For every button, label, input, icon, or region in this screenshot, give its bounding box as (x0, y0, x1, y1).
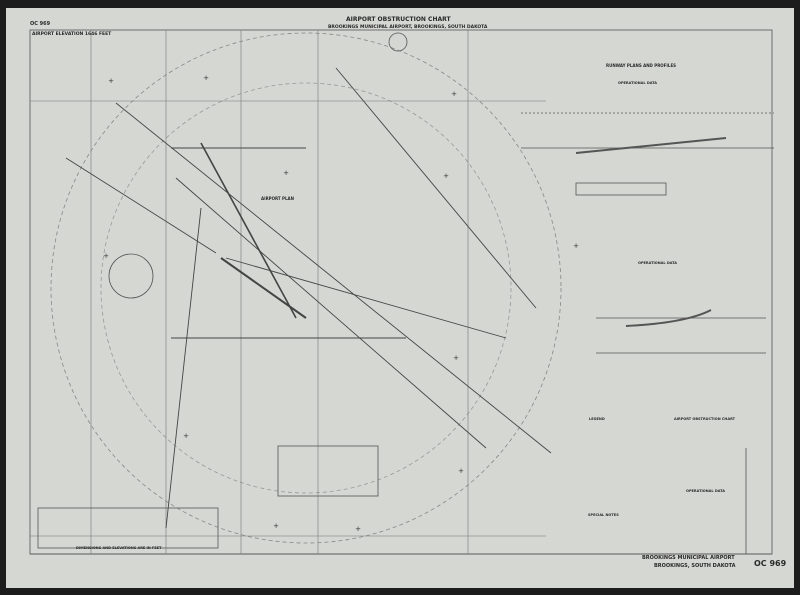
operational-data-1: OPERATIONAL DATA (618, 81, 657, 85)
obstruction-marker: + (453, 354, 459, 362)
operational-data-2: OPERATIONAL DATA (638, 261, 677, 265)
chart-sheet: + + + + + + + + + + + + OC 969 AIRPORT OBSTRUCTI… (6, 8, 794, 588)
obstruction-marker: + (573, 242, 579, 250)
footer-chart-id: OC 969 (754, 559, 787, 568)
operational-data-3: OPERATIONAL DATA (686, 489, 725, 493)
legend-title: LEGEND (589, 417, 605, 421)
runway (220, 257, 307, 319)
approach-lines (65, 67, 552, 529)
notes-title: AIRPORT OBSTRUCTION CHART (674, 417, 735, 421)
seal-icon (388, 32, 408, 52)
obstruction-marker: + (458, 467, 464, 475)
airport-elevation: AIRPORT ELEVATION 1646 FEET (32, 32, 112, 37)
footer-location: BROOKINGS, SOUTH DAKOTA (654, 563, 736, 569)
footer-airport-name: BROOKINGS MUNICIPAL AIRPORT (642, 555, 735, 561)
grid-lines (30, 30, 546, 554)
obstruction-marker: + (108, 77, 114, 85)
obstruction-marker: + (203, 74, 209, 82)
obstruction-marker: + (355, 525, 361, 533)
obstruction-marker: + (443, 172, 449, 180)
runway-profile-1 (521, 112, 774, 196)
horizontal-surface-circle (100, 82, 512, 494)
note-box (277, 445, 379, 497)
chart-id-top: OC 969 (30, 21, 51, 27)
airport-plan-label: AIRPORT PLAN (261, 196, 294, 201)
special-notes-title: SPECIAL NOTES (588, 513, 619, 517)
obstruction-marker: + (283, 169, 289, 177)
runway-profile-2 (596, 309, 766, 354)
chart-title: AIRPORT OBSTRUCTION CHART (346, 16, 451, 23)
map-drawing: + + + + + + + + + + + + (29, 29, 774, 555)
units-note: DIMENSIONS AND ELEVATIONS ARE IN FEET (76, 546, 162, 550)
compass-rose-icon (108, 253, 154, 299)
map-frame (29, 29, 773, 555)
reference-data-box (37, 507, 219, 549)
obstruction-marker: + (103, 252, 109, 260)
obstruction-markers: + + + + + + + + + + + + (103, 74, 579, 533)
obstruction-marker: + (183, 432, 189, 440)
obstruction-marker: + (273, 522, 279, 530)
obstruction-marker: + (451, 90, 457, 98)
chart-subtitle: BROOKINGS MUNICIPAL AIRPORT, BROOKINGS, … (328, 25, 488, 30)
conical-surface-circle (50, 32, 562, 544)
runway-plans-title: RUNWAY PLANS AND PROFILES (606, 63, 677, 68)
